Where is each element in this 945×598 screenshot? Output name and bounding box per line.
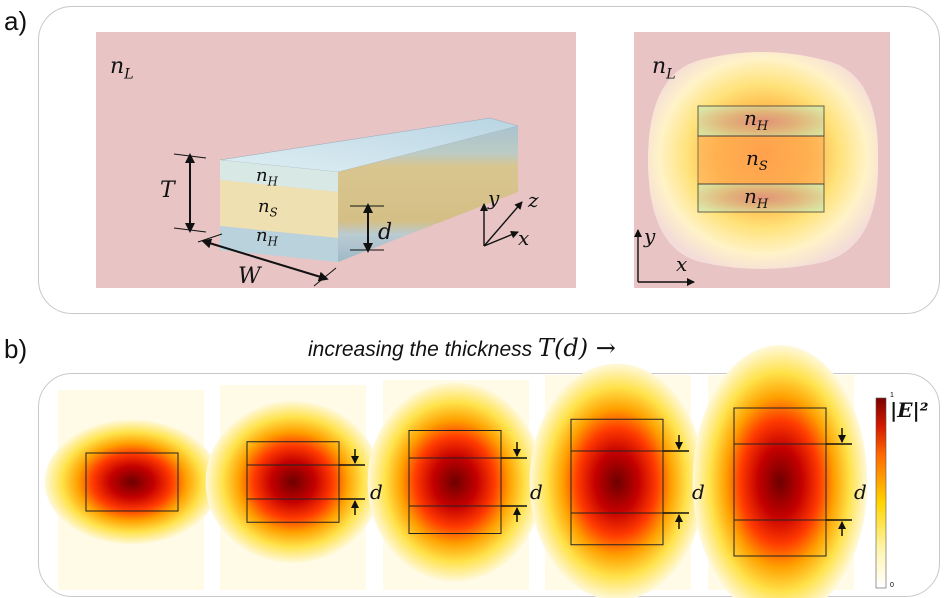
mode-1-core-outline — [85, 452, 179, 512]
mode-4-core-outline — [570, 418, 664, 546]
axis3d-z-label: z — [528, 188, 539, 212]
cladding-label-3d: nL — [110, 54, 134, 83]
mode-5-core-outline — [733, 407, 827, 557]
axis3d-y-label: y — [488, 186, 500, 210]
xs-layer-nh-top — [697, 105, 825, 137]
dim-w-arrow — [201, 238, 329, 282]
dim-d3-label: d — [378, 220, 393, 245]
waveguide-side-face — [338, 126, 518, 262]
caption-text: increasing the thickness — [308, 338, 533, 361]
layer-label-ns: nS — [258, 196, 278, 220]
colorbar — [875, 397, 887, 589]
mode-d-label-4: d — [854, 480, 867, 504]
xs-layer-ns — [697, 135, 825, 185]
mode-d-label-2: d — [530, 480, 543, 504]
mode-2-core-outline — [246, 441, 340, 523]
layer-label-nh-top: nH — [256, 165, 278, 189]
dim-w-label: W — [238, 264, 261, 289]
caption-math: T(d) → — [537, 334, 616, 362]
colorbar-min-label: 0 — [890, 582, 894, 589]
waveguide-front-ns — [220, 180, 338, 238]
waveguide-front-nh-top — [220, 160, 338, 192]
xs-layer-nh-bottom — [697, 183, 825, 213]
cladding-label-xs: nL — [652, 54, 676, 83]
panel-a-label: a) — [4, 6, 28, 36]
mode-1-field — [44, 419, 220, 545]
colorbar-max-label: 1 — [890, 392, 894, 399]
xs-label-ns: nS — [746, 146, 768, 174]
layer-label-nh-bottom: nH — [256, 225, 278, 249]
axis3d-z — [483, 201, 523, 247]
mode-3-field — [367, 382, 543, 582]
mode-3-core-outline — [408, 430, 502, 534]
colorbar-label: |E|² — [890, 398, 929, 422]
mode-4-field — [529, 363, 705, 598]
mode-d-label-1: d — [370, 480, 383, 504]
panel-b-caption: increasing the thickness T(d) → — [308, 334, 616, 362]
panel-b-label: b) — [4, 334, 28, 364]
dim-t-label: T — [160, 178, 175, 203]
xs-axis-y-label: y — [644, 224, 656, 248]
mode-profiles — [44, 345, 868, 598]
xs-axis-x-label: x — [676, 252, 688, 276]
waveguide-3d — [219, 117, 519, 262]
mode-d-label-3: d — [692, 480, 705, 504]
xs-label-nh-top: nH — [744, 106, 769, 134]
axis3d-x — [483, 230, 519, 247]
xs-label-nh-bottom: nH — [744, 184, 769, 212]
axis3d-x-label: x — [518, 226, 530, 250]
mode-2-field — [205, 400, 381, 564]
